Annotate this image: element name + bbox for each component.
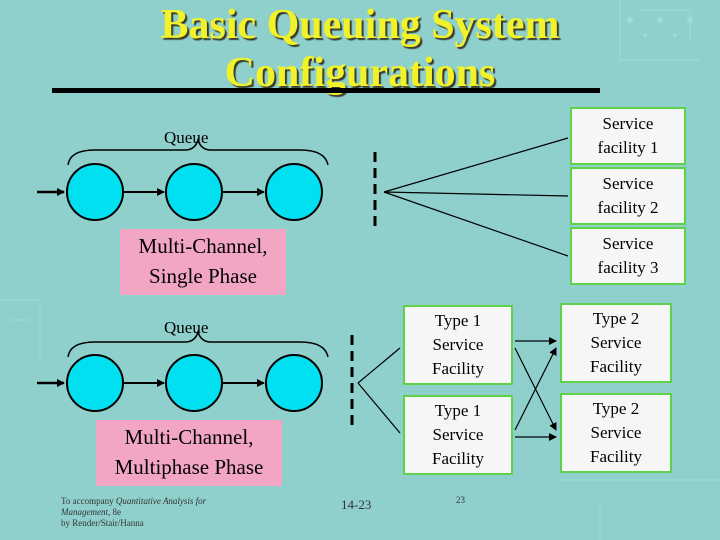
footer-authors: by Render/Stair/Hanna [61,518,144,528]
type1-service-facility-bottom: Type 1 Service Facility [403,395,513,475]
facility-1-line2: facility 1 [597,138,659,157]
facility-3-line1: Service [602,234,654,253]
config-label-multiphase: Multi-Channel, Multiphase Phase [96,420,282,486]
type1-top-line2: Service [432,335,484,354]
type2-top-line1: Type 2 [592,309,640,328]
config-multi-line2: Multiphase Phase [114,455,264,479]
customer-circle [66,354,124,412]
service-facility-3: Service facility 3 [570,227,686,285]
type2-top-line2: Service [590,333,642,352]
page-number: 23 [456,495,465,505]
slide-number: 14-23 [341,497,372,512]
facility-3-line2: facility 3 [597,258,659,277]
footer-edition: , 8e [108,507,121,517]
queue-brace-top [67,137,329,166]
type2-bottom-line2: Service [590,423,642,442]
type2-top-line3: Facility [590,357,642,376]
route-line-type1-bottom [357,382,401,434]
config-single-line2: Single Phase [149,264,257,288]
type1-bottom-line3: Facility [432,449,484,468]
type1-top-line3: Facility [432,359,484,378]
type2-bottom-line1: Type 2 [592,399,640,418]
footer-citation: To accompany Quantitative Analysis for M… [61,496,261,529]
type2-service-facility-top: Type 2 Service Facility [560,303,672,383]
config-multi-line1: Multi-Channel, [124,425,254,449]
queue-label-top: Queue [164,128,209,147]
type1-bottom-line1: Type 1 [434,401,482,420]
facility-2-line1: Service [602,174,654,193]
customer-circle [66,163,124,221]
customer-circle [265,354,323,412]
route-line-facility-2 [383,191,569,197]
route-line-facility-1 [383,137,569,193]
service-facility-1: Service facility 1 [570,107,686,165]
config-label-single-phase: Multi-Channel, Single Phase [120,229,286,295]
footer-accompany: To accompany [61,496,116,506]
type2-service-facility-bottom: Type 2 Service Facility [560,393,672,473]
type1-bottom-line2: Service [432,425,484,444]
footer-book-title-2: Management [61,507,108,517]
type1-service-facility-top: Type 1 Service Facility [403,305,513,385]
customer-circle [165,163,223,221]
facility-1-line1: Service [602,114,654,133]
type2-bottom-line3: Facility [590,447,642,466]
service-facility-2: Service facility 2 [570,167,686,225]
queue-label-bottom: Queue [164,318,209,337]
phase-cross-arrow [514,347,557,431]
facility-2-line2: facility 2 [597,198,659,217]
customer-circle [265,163,323,221]
route-line-type1-top [357,347,401,384]
config-single-line1: Multi-Channel, [138,234,268,258]
title-line-1: Basic Queuing System [160,2,560,48]
route-line-facility-3 [383,191,569,257]
footer-book-title-1: Quantitative Analysis for [115,496,207,506]
customer-circle [165,354,223,412]
type1-top-line1: Type 1 [434,311,482,330]
queue-brace-bottom [67,329,329,358]
title-underline [52,88,600,93]
